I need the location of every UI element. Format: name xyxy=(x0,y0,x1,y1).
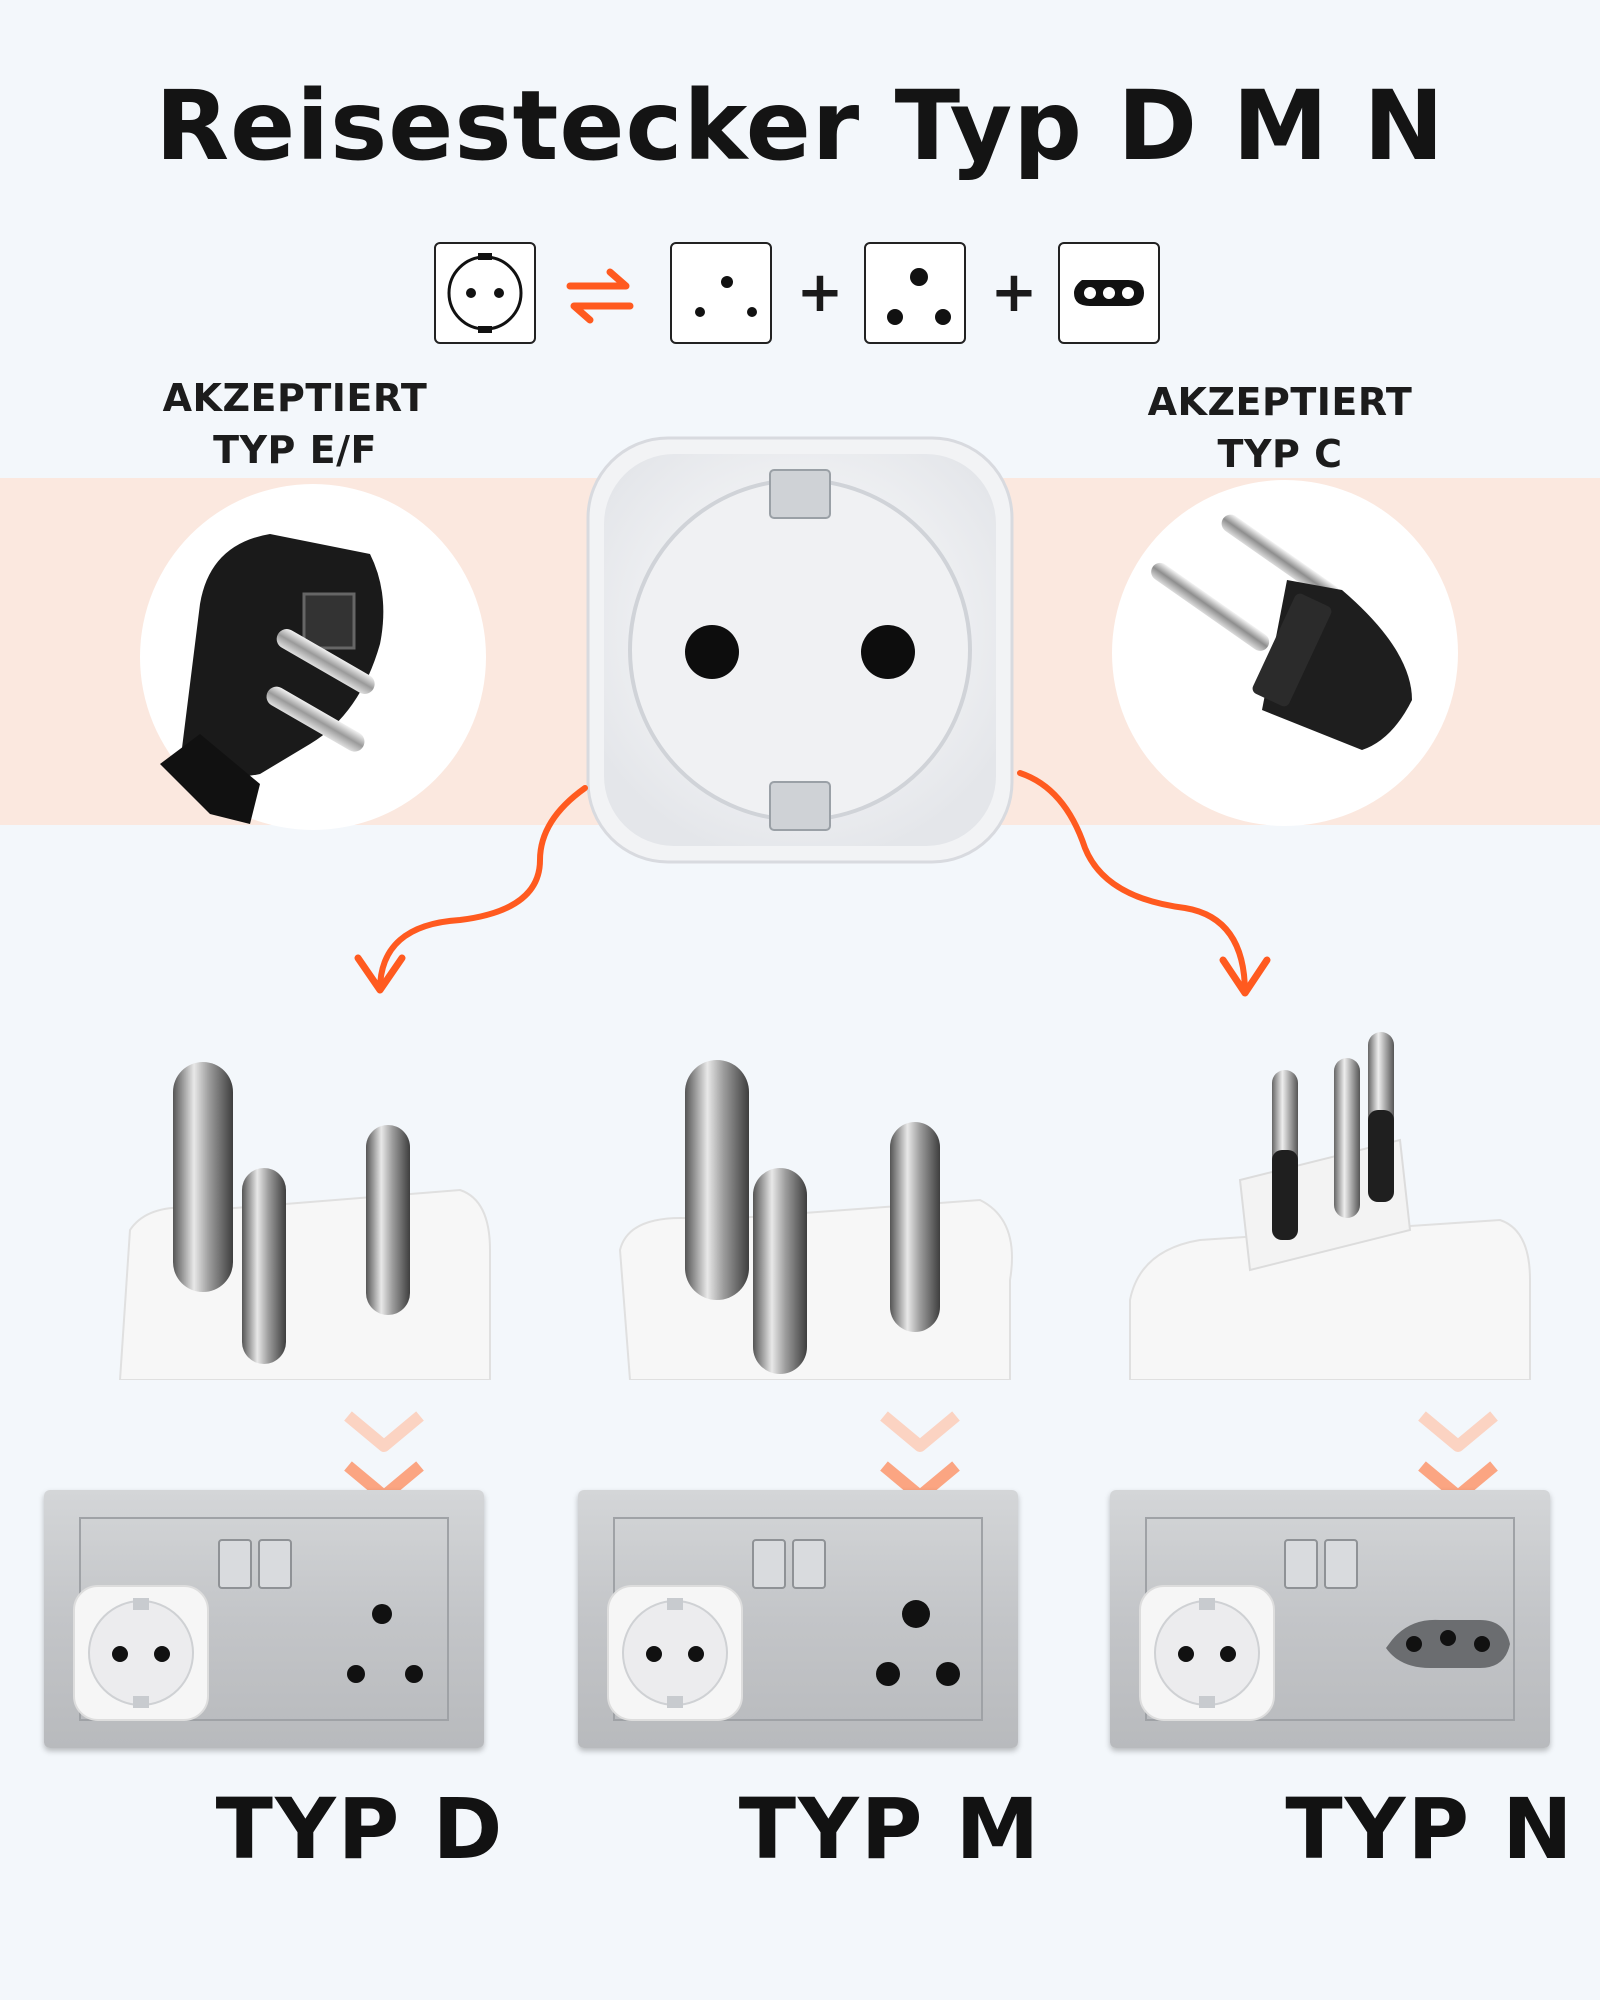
wall-socket-type-d xyxy=(44,1490,484,1748)
type-c-plug-photo xyxy=(1112,480,1458,826)
arrow-left-icon xyxy=(340,780,590,1010)
swap-arrows-icon xyxy=(562,256,638,332)
schuko-socket-icon xyxy=(434,242,536,344)
accepts-left-line1: AKZEPTIERT xyxy=(162,376,428,420)
accepts-right-line1: AKZEPTIERT xyxy=(1147,380,1413,424)
type-m-plug-photo xyxy=(590,1050,1030,1381)
wall-socket-type-n xyxy=(1110,1490,1550,1748)
type-d-plug-photo xyxy=(60,1050,500,1381)
type-c-socket-icon xyxy=(1058,242,1160,344)
type-m-label: TYP M xyxy=(738,1780,1042,1878)
accepts-left-caption: AKZEPTIERT TYP E/F xyxy=(110,372,480,476)
adapter-front xyxy=(580,430,1020,870)
type-n-plug-photo xyxy=(1120,1030,1540,1381)
accepts-right-line2: TYP C xyxy=(1217,432,1343,476)
accepts-left-line2: TYP E/F xyxy=(213,428,377,472)
type-n-label: TYP N xyxy=(1285,1780,1575,1878)
type-m-socket-icon xyxy=(864,242,966,344)
type-d-socket-icon xyxy=(670,242,772,344)
plus-sign: + xyxy=(796,260,844,325)
wall-socket-type-m xyxy=(578,1490,1018,1748)
arrow-right-icon xyxy=(1015,768,1295,1008)
schuko-plug-photo xyxy=(140,484,486,830)
type-d-label: TYP D xyxy=(215,1780,505,1878)
page-title: Reisestecker Typ D M N xyxy=(155,70,1445,182)
accepts-right-caption: AKZEPTIERT TYP C xyxy=(1095,376,1465,480)
plus-sign: + xyxy=(990,260,1038,325)
